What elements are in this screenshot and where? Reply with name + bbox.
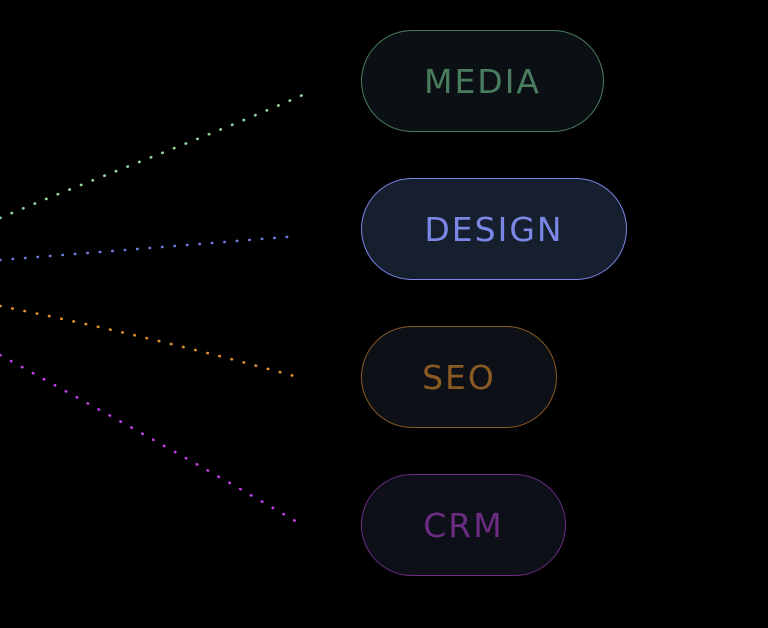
connector-design [0, 234, 300, 262]
tag-media[interactable]: MEDIA [361, 30, 604, 132]
tag-seo[interactable]: SEO [361, 326, 557, 428]
connector-media [0, 92, 307, 220]
tag-design[interactable]: DESIGN [361, 178, 627, 280]
tag-crm[interactable]: CRM [361, 474, 566, 576]
connector-seo [0, 304, 296, 378]
connector-crm [0, 353, 299, 524]
